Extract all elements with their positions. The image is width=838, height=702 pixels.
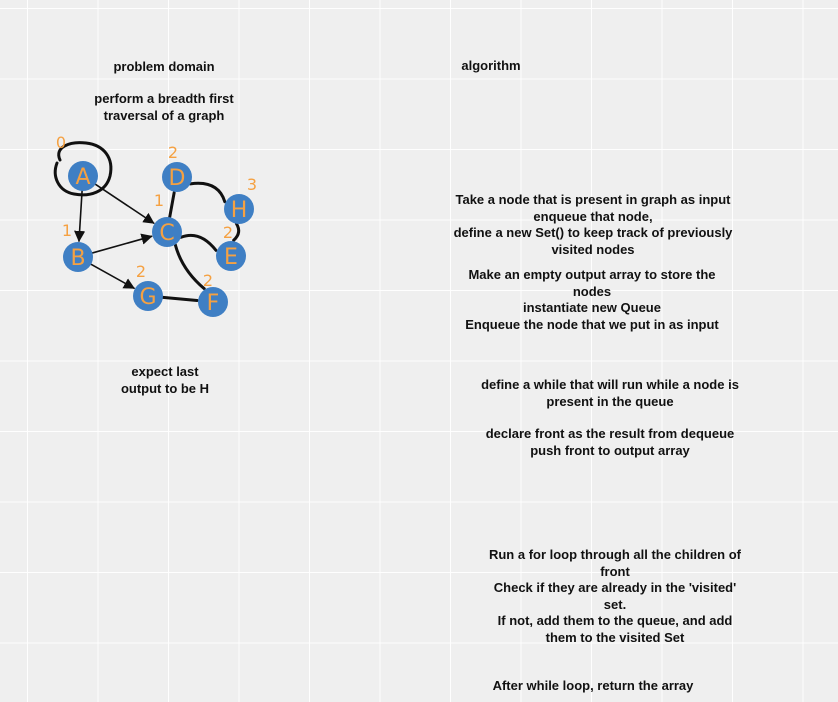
node-level-label: 1: [154, 191, 164, 210]
node-circle: [68, 161, 98, 191]
node-level-label: 2: [203, 271, 213, 290]
start-node-highlight-circle: [53, 141, 113, 197]
node-level-label: 2: [136, 262, 146, 281]
problem-domain-title: problem domain: [113, 59, 215, 74]
graph-node-b: B1: [62, 221, 93, 272]
algorithm-step-3: define a while that will run while a nod…: [481, 377, 739, 409]
node-label: B: [70, 246, 85, 271]
edge-c-e: [179, 233, 218, 252]
node-circle: [133, 281, 163, 311]
node-circle: [162, 162, 192, 192]
edge-b-c: [91, 233, 153, 254]
edge-g-f: [161, 295, 199, 303]
algorithm-title: algorithm: [461, 58, 521, 73]
node-circle: [63, 242, 93, 272]
graph-node-c: C1: [152, 191, 182, 247]
node-label: E: [224, 245, 238, 270]
algorithm-step-4: declare front as the result from dequeue…: [485, 426, 735, 458]
algorithm-step-1: Take a node that is present in graph as …: [453, 192, 733, 257]
algorithm-step-5: Run a for loop through all the children …: [488, 547, 742, 645]
graph-node-a: A0: [56, 133, 98, 191]
node-circle: [152, 217, 182, 247]
node-label: F: [207, 291, 220, 316]
expected-output-note: expect last output to be H: [120, 364, 210, 396]
edge-d-h: [188, 181, 227, 204]
graph-node-f: F2: [198, 271, 228, 317]
node-label: H: [231, 198, 248, 223]
graph-node-e: E2: [216, 223, 246, 271]
node-label: C: [159, 221, 174, 246]
node-circle: [224, 194, 254, 224]
edge-a-c: [94, 183, 155, 224]
edge-h-e: [232, 222, 241, 242]
node-level-label: 0: [56, 133, 66, 152]
node-level-label: 2: [168, 143, 178, 162]
graph-node-g: G2: [133, 262, 163, 311]
node-label: G: [139, 285, 156, 310]
node-level-label: 1: [62, 221, 72, 240]
node-circle: [216, 241, 246, 271]
problem-domain-description: perform a breadth first traversal of a g…: [94, 91, 234, 123]
algorithm-step-6: After while loop, return the array: [492, 678, 694, 693]
node-label: A: [75, 165, 90, 190]
edge-c-f: [173, 243, 206, 291]
algorithm-step-2: Make an empty output array to store the …: [465, 267, 719, 332]
edge-c-d: [168, 191, 176, 219]
graph-node-d: D2: [162, 143, 192, 192]
graph-node-h: H3: [224, 175, 257, 224]
node-level-label: 3: [247, 175, 257, 194]
node-level-label: 2: [223, 223, 233, 242]
node-circle: [198, 287, 228, 317]
edge-b-g: [90, 263, 136, 290]
node-label: D: [169, 166, 186, 191]
edge-a-b: [74, 190, 86, 243]
